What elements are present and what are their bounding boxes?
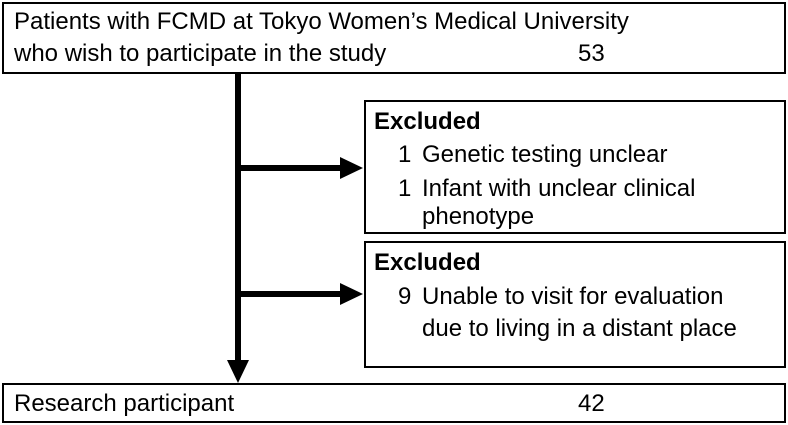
excluded-item-3-text-line1: Unable to visit for evaluation: [422, 283, 724, 310]
branch-arrowhead-2: [340, 283, 363, 305]
eligible-patients-count: 53: [578, 40, 605, 67]
eligible-patients-line2: who wish to participate in the study: [14, 40, 387, 67]
research-participant-label: Research participant: [14, 390, 235, 417]
branch-arrowhead-1: [340, 157, 363, 179]
excluded-item-2-text-line1: Infant with unclear clinical: [422, 175, 696, 202]
excluded-item-1-count: 1: [398, 141, 412, 168]
excluded-box-1: Excluded 1 Genetic testing unclear 1 Inf…: [364, 100, 786, 234]
excluded-item-3-text-line2: due to living in a distant place: [422, 315, 737, 342]
excluded-item-3-count: 9: [398, 283, 412, 310]
excluded-item-2-text-line2: phenotype: [422, 203, 535, 230]
excluded-heading-2: Excluded: [374, 249, 481, 276]
eligible-patients-box: Patients with FCMD at Tokyo Women’s Medi…: [2, 2, 786, 74]
excluded-item-2-count: 1: [398, 175, 412, 202]
main-down-arrowhead: [227, 360, 249, 383]
excluded-item-1-text: Genetic testing unclear: [422, 141, 668, 168]
research-participant-box: Research participant 42: [2, 383, 786, 423]
excluded-box-2: Excluded 9 Unable to visit for evaluatio…: [364, 241, 786, 368]
excluded-heading-1: Excluded: [374, 108, 481, 135]
research-participant-count: 42: [578, 390, 605, 417]
eligible-patients-line1: Patients with FCMD at Tokyo Women’s Medi…: [14, 8, 629, 35]
